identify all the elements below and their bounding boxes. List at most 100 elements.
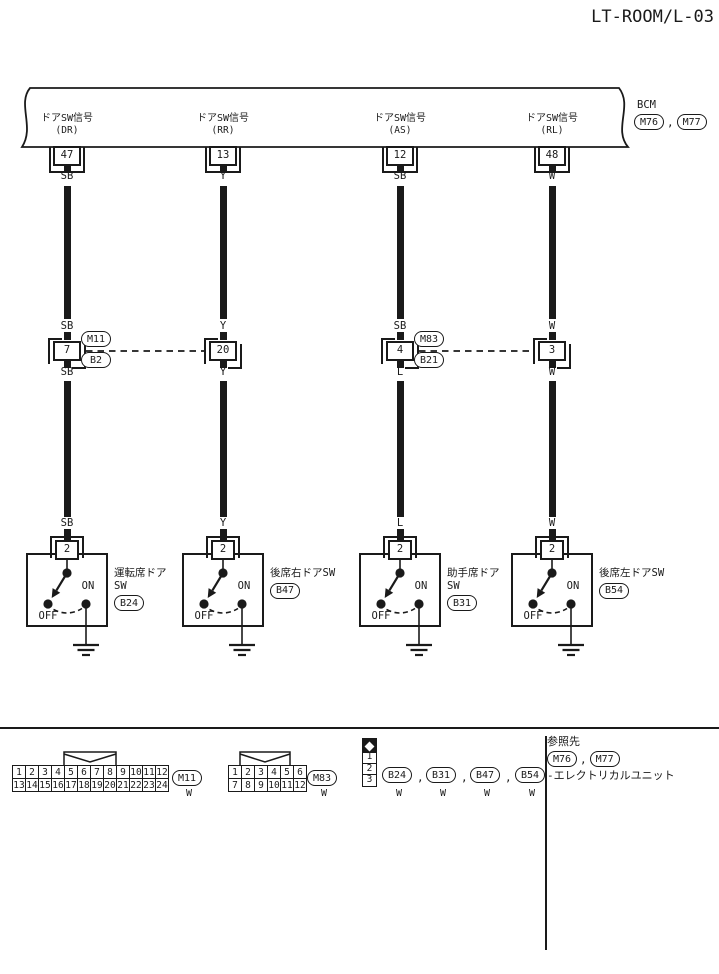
pin-cell: 7 <box>228 778 242 792</box>
connector-badge-b2: B2 <box>81 352 111 368</box>
switch-name: 運転席ドア <box>114 567 167 579</box>
wire-segment <box>219 186 227 319</box>
wire-segment <box>396 186 404 319</box>
pin-cell: 3 <box>362 774 377 788</box>
wire-color-label: SB <box>60 320 74 332</box>
wire-stub <box>63 332 71 340</box>
connector-badge-m76: M76 <box>634 114 664 130</box>
wire-stub <box>219 529 227 542</box>
switch-name-block: 後席左ドアSW B54 <box>599 567 695 599</box>
reference-divider-line <box>545 736 547 950</box>
reference-block: 参照先 M76 , M77 -エレクトリカルユニット <box>547 735 715 782</box>
switch-on-label: ON <box>81 580 95 592</box>
joint-bracket-right <box>557 344 571 369</box>
switch-pin-bracket <box>50 536 84 558</box>
pin-cell: 19 <box>90 778 104 792</box>
door-switch-symbol <box>53 607 83 614</box>
connector-badge-b21: B21 <box>414 352 444 368</box>
door-switch-symbol <box>199 599 209 609</box>
bcm-band <box>20 87 630 148</box>
switch-pin-bracket <box>535 536 569 558</box>
connector-latch <box>239 751 291 766</box>
wire-stub <box>396 529 404 542</box>
separator: , <box>417 771 424 784</box>
wire-stub <box>396 359 404 368</box>
door-switch-symbol <box>388 572 401 591</box>
pin-cell: 8 <box>241 778 255 792</box>
switch-name: 後席左ドアSW <box>599 567 665 579</box>
signal-label: ドアSW信号 (AS) <box>373 113 427 136</box>
pin-cell: 5 <box>280 765 294 779</box>
connector-badge-m83: M83 <box>307 770 337 786</box>
switch-off-label: OFF <box>523 610 543 622</box>
signal-label: ドアSW信号 (DR) <box>40 113 94 136</box>
connector-badge-b54: B54 <box>599 582 629 599</box>
wire-stub <box>219 359 227 368</box>
bcm-pin-number: 12 <box>386 146 414 166</box>
switch-on-label: ON <box>414 580 428 592</box>
door-switch-symbol <box>540 572 553 591</box>
wire-segment <box>63 381 71 517</box>
switch-name-block: 運転席ドア SW B24 <box>114 567 210 611</box>
bcm-name: BCM <box>637 99 656 111</box>
joint-pin-number: 20 <box>209 341 237 361</box>
wire-color-label: W <box>439 788 447 799</box>
wire-color-label: Y <box>219 320 227 332</box>
switch-on-label: ON <box>237 580 251 592</box>
pin-cell: 10 <box>129 765 143 779</box>
wire-color-label: SB <box>393 170 407 182</box>
pin-cell: 10 <box>267 778 281 792</box>
wire-color-label: SB <box>60 366 74 378</box>
joint-bracket-left <box>381 338 395 364</box>
footer-separator-line <box>0 727 719 729</box>
switch-off-label: OFF <box>371 610 391 622</box>
door-switch-box <box>26 553 108 627</box>
connector-badge-b47: B47 <box>270 582 300 599</box>
wire-stub <box>219 332 227 340</box>
wire-color-label: L <box>396 517 404 529</box>
switch-pin-bracket <box>383 536 417 558</box>
wire-color-label: W <box>528 788 536 799</box>
joint-bracket-right <box>228 344 242 369</box>
pin-cell: 23 <box>142 778 156 792</box>
pin-cell: 22 <box>129 778 143 792</box>
wire-stub <box>63 529 71 542</box>
switch-off-label: OFF <box>194 610 214 622</box>
switch-name: 助手席ドア <box>447 567 500 579</box>
wire-color-label: Y <box>219 170 227 182</box>
pin-cell: 2 <box>25 765 39 779</box>
door-switch-symbol <box>207 588 217 598</box>
bcm-pin-bracket <box>205 147 241 173</box>
door-switch-symbol <box>51 588 61 598</box>
connector-badge-m83: M83 <box>414 331 444 347</box>
wire-stub <box>63 164 71 171</box>
pin-cell: 16 <box>51 778 65 792</box>
wire-stub <box>548 359 556 368</box>
bcm-label-block: BCM M76 , M77 <box>634 99 718 130</box>
joint-pin-number: 4 <box>386 341 414 361</box>
pin-cell: 3 <box>254 765 268 779</box>
joint-pin-number: 7 <box>53 341 81 361</box>
wire-stub <box>396 164 404 171</box>
wire-color-label: W <box>548 320 556 332</box>
pin-cell: 1 <box>228 765 242 779</box>
connector-latch <box>63 751 117 766</box>
signal-label: ドアSW信号 (RR) <box>196 113 250 136</box>
switch-name-block: 助手席ドア SW B31 <box>447 567 543 611</box>
pin-cell: 9 <box>254 778 268 792</box>
pin-cell: 3 <box>38 765 52 779</box>
pin-cell: 17 <box>64 778 78 792</box>
switch-pin-number: 2 <box>388 540 412 560</box>
separator: , <box>580 752 587 766</box>
door-switch-box <box>359 553 441 627</box>
pin-cell: 4 <box>51 765 65 779</box>
connector-badge-m77: M77 <box>589 751 620 767</box>
bcm-pin-number: 13 <box>209 146 237 166</box>
wire-color-label: SB <box>393 320 407 332</box>
switch-pin-number: 2 <box>55 540 79 560</box>
wire-color-label: L <box>396 366 404 378</box>
bcm-pin-number: 48 <box>538 146 566 166</box>
pin-cell: 5 <box>64 765 78 779</box>
